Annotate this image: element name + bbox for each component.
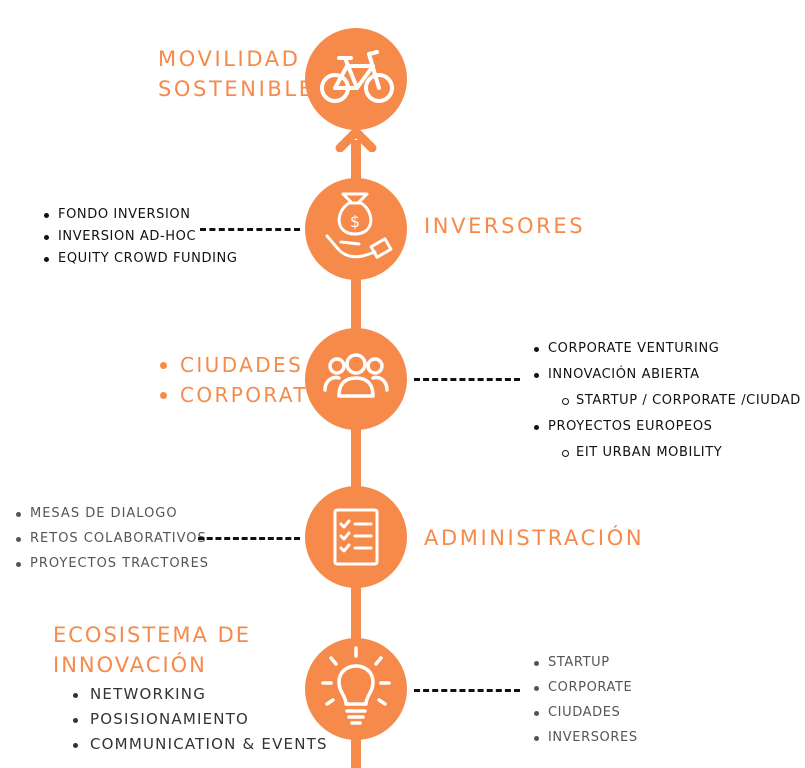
- list-item: INVERSORES: [532, 727, 638, 749]
- ecosistema-circle: [305, 638, 407, 740]
- list-item: PROYECTOS TRACTORES: [14, 553, 209, 575]
- list-item: NETWORKING: [70, 682, 328, 707]
- svg-text:$: $: [350, 212, 360, 231]
- inversores-connector: [200, 228, 300, 231]
- ciudades-corporate-connector: [414, 378, 520, 381]
- group-people-icon: [323, 353, 389, 398]
- money-bag-hand-icon: $: [325, 192, 393, 259]
- list-item: POSISIONAMIENTO: [70, 707, 328, 732]
- list-item: INNOVACIÓN ABIERTA: [532, 364, 801, 386]
- ecosistema-list: NETWORKING POSISIONAMIENTO COMMUNICATION…: [70, 682, 328, 757]
- ecosistema-connector: [414, 689, 520, 692]
- bicycle-icon: [320, 50, 394, 103]
- administracion-list: MESAS DE DIALOGO RETOS COLABORATIVOS PRO…: [14, 503, 209, 575]
- inversores-circle: $: [305, 178, 407, 280]
- list-subitem: EIT URBAN MOBILITY: [532, 442, 801, 464]
- administracion-circle: [305, 486, 407, 588]
- list-item: CORPORATE VENTURING: [532, 338, 801, 360]
- movilidad-title-line-2: SOSTENIBLE: [158, 77, 315, 101]
- checklist-icon: [333, 508, 379, 566]
- list-subitem: STARTUP / CORPORATE /CIUDAD: [532, 390, 801, 412]
- inversores-list: FONDO INVERSION INVERSION AD-HOC EQUITY …: [42, 204, 238, 270]
- list-item: CIUDADES: [532, 702, 638, 724]
- ecosistema-side-list: STARTUP CORPORATE CIUDADES INVERSORES: [532, 652, 638, 749]
- list-item: CIUDADES: [158, 350, 323, 380]
- list-item: STARTUP: [532, 652, 638, 674]
- list-item: EQUITY CROWD FUNDING: [42, 248, 238, 270]
- ciudades-corporate-circle: [305, 328, 407, 430]
- administracion-title: ADMINISTRACIÓN: [424, 526, 645, 550]
- list-item: RETOS COLABORATIVOS: [14, 528, 209, 550]
- ecosistema-title-line-1: ECOSISTEMA DE: [53, 623, 252, 647]
- list-item: MESAS DE DIALOGO: [14, 503, 209, 525]
- movilidad-title-line-1: MOVILIDAD: [158, 47, 301, 71]
- list-item: COMMUNICATION & EVENTS: [70, 732, 328, 757]
- timeline-spine: [351, 140, 361, 768]
- movilidad-circle: [305, 28, 407, 130]
- ciudades-corporate-labels: CIUDADES CORPORATE: [158, 350, 323, 410]
- ciudades-corporate-list: CORPORATE VENTURING INNOVACIÓN ABIERTA S…: [532, 338, 801, 464]
- list-item: CORPORATE: [532, 677, 638, 699]
- list-item: PROYECTOS EUROPEOS: [532, 416, 801, 438]
- list-item: INVERSION AD-HOC: [42, 226, 238, 248]
- inversores-title: INVERSORES: [424, 214, 586, 238]
- list-item: CORPORATE: [158, 380, 323, 410]
- administracion-connector: [198, 537, 300, 540]
- list-item: FONDO INVERSION: [42, 204, 238, 226]
- lightbulb-icon: [321, 646, 391, 725]
- ecosistema-title-line-2: INNOVACIÓN: [53, 653, 207, 677]
- arrow-head-icon: [335, 127, 377, 152]
